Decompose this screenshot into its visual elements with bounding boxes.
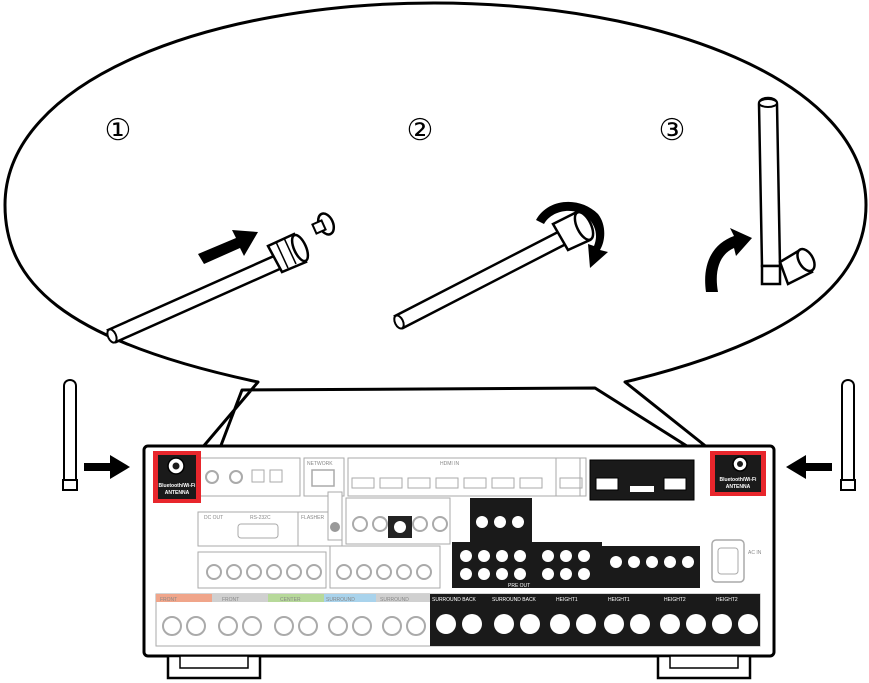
step-2-number: ② (407, 114, 434, 147)
speaker-label-surround-r: SURROUND (326, 597, 355, 603)
hdmi-ports (351, 477, 583, 489)
push-arrow-icon (198, 230, 258, 264)
right-antenna-label-line2: ANTENNA (726, 484, 751, 490)
left-antenna-terminal[interactable]: Bluetooth/Wi-Fi ANTENNA (153, 451, 201, 503)
speaker-label-front-r: FRONT (160, 597, 177, 603)
speaker-label-surround-l: SURROUND (380, 597, 409, 603)
left-antenna-icon (62, 379, 78, 491)
left-antenna-label-line1: Bluetooth/Wi-Fi (159, 483, 197, 489)
step-3-antenna-illustration (757, 96, 816, 286)
section-dc-out-label: DC OUT (204, 515, 223, 521)
speaker-label-front-l: FRONT (222, 597, 239, 603)
left-insert-arrow-icon (84, 455, 130, 479)
rotate-arrow-icon (536, 201, 608, 268)
step-1-number: ① (105, 114, 132, 147)
speaker-label-height1-l: HEIGHT1 (608, 597, 630, 603)
speaker-label-height2-l: HEIGHT2 (716, 597, 738, 603)
speaker-label-center: CENTER (280, 597, 301, 603)
ac-inlet: AC IN (711, 539, 762, 583)
speaker-terminals (155, 593, 761, 647)
speaker-label-height1-r: HEIGHT1 (556, 597, 578, 603)
left-antenna-label-line2: ANTENNA (165, 490, 190, 496)
right-antenna-label-line1: Bluetooth/Wi-Fi (720, 477, 758, 483)
section-ac-in-label: AC IN (748, 550, 762, 556)
section-rs232c-label: RS-232C (250, 515, 271, 521)
receiver-rear-panel: NETWORK HDMI IN DC OUT RS-232C FLASHER (142, 444, 776, 680)
step-1-antenna-illustration (106, 232, 310, 344)
speaker-label-surround-back-r: SURROUND BACK (432, 597, 477, 603)
right-antenna-icon (840, 379, 856, 491)
section-pre-out-label: PRE OUT (508, 583, 530, 589)
right-insert-arrow-icon (786, 455, 832, 479)
step-2-antenna-illustration (393, 210, 595, 330)
section-flasher-label: FLASHER (301, 515, 324, 521)
pre-out-block: PRE OUT (452, 542, 700, 589)
bend-up-arrow-icon (705, 228, 752, 292)
speaker-label-surround-back-l: SURROUND BACK (492, 597, 537, 603)
right-antenna-terminal[interactable]: Bluetooth/Wi-Fi ANTENNA (710, 451, 766, 496)
section-hdmi-in-label: HDMI IN (440, 461, 460, 467)
callout-bubble (3, 1, 868, 450)
section-network-label: NETWORK (307, 461, 333, 467)
speaker-label-height2-r: HEIGHT2 (664, 597, 686, 603)
step-3-number: ③ (659, 114, 686, 147)
antenna-connector-icon (311, 212, 336, 236)
